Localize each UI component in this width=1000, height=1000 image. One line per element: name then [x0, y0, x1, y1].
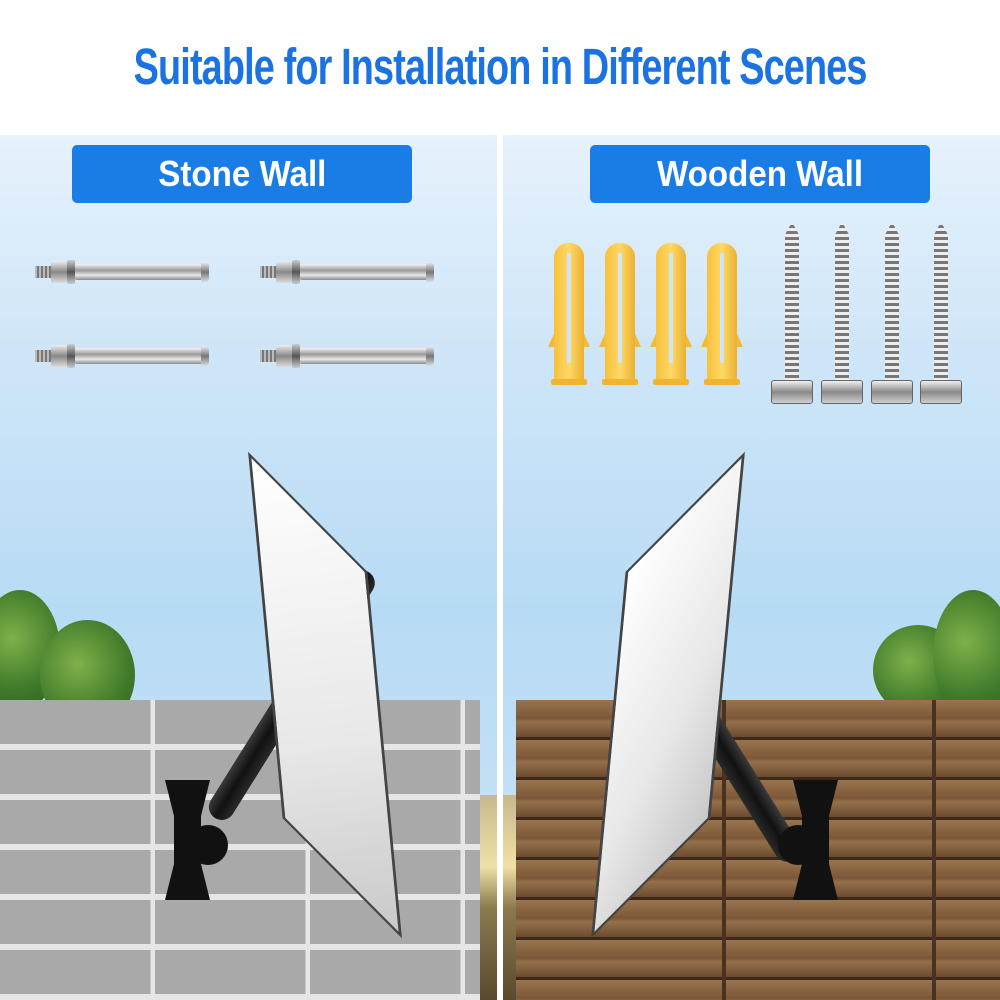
wooden-wall-label-box: Wooden Wall: [590, 145, 930, 203]
plastic-anchor-icon: [548, 243, 590, 385]
wooden-wall-image: [516, 700, 1000, 1000]
anchor-bolt-icon: [260, 260, 435, 284]
plastic-anchor-icon: [650, 243, 692, 385]
screw-icon: [771, 222, 813, 408]
stone-wall-image: [0, 700, 480, 1000]
stone-wall-label: Stone Wall: [157, 153, 327, 194]
bracket-pivot-image: [188, 825, 228, 865]
screw-icon: [871, 222, 913, 408]
anchor-bolt-icon: [35, 344, 210, 368]
stone-wall-panel: Stone Wall: [0, 135, 497, 1000]
screw-icon: [920, 222, 962, 408]
wooden-wall-label: Wooden Wall: [656, 153, 864, 194]
screw-icon: [821, 222, 863, 408]
anchor-bolt-icon: [35, 260, 210, 284]
wooden-wall-panel: Wooden Wall: [503, 135, 1000, 1000]
plastic-anchor-icon: [701, 243, 743, 385]
anchor-bolt-icon: [260, 344, 435, 368]
bracket-pivot-image: [778, 825, 818, 865]
panel-divider: [497, 135, 503, 1000]
headline-banner: Suitable for Installation in Different S…: [0, 0, 1000, 135]
tree-image: [933, 590, 1000, 720]
plastic-anchor-icon: [599, 243, 641, 385]
stone-wall-label-box: Stone Wall: [72, 145, 412, 203]
headline-title: Suitable for Installation in Different S…: [133, 38, 868, 96]
